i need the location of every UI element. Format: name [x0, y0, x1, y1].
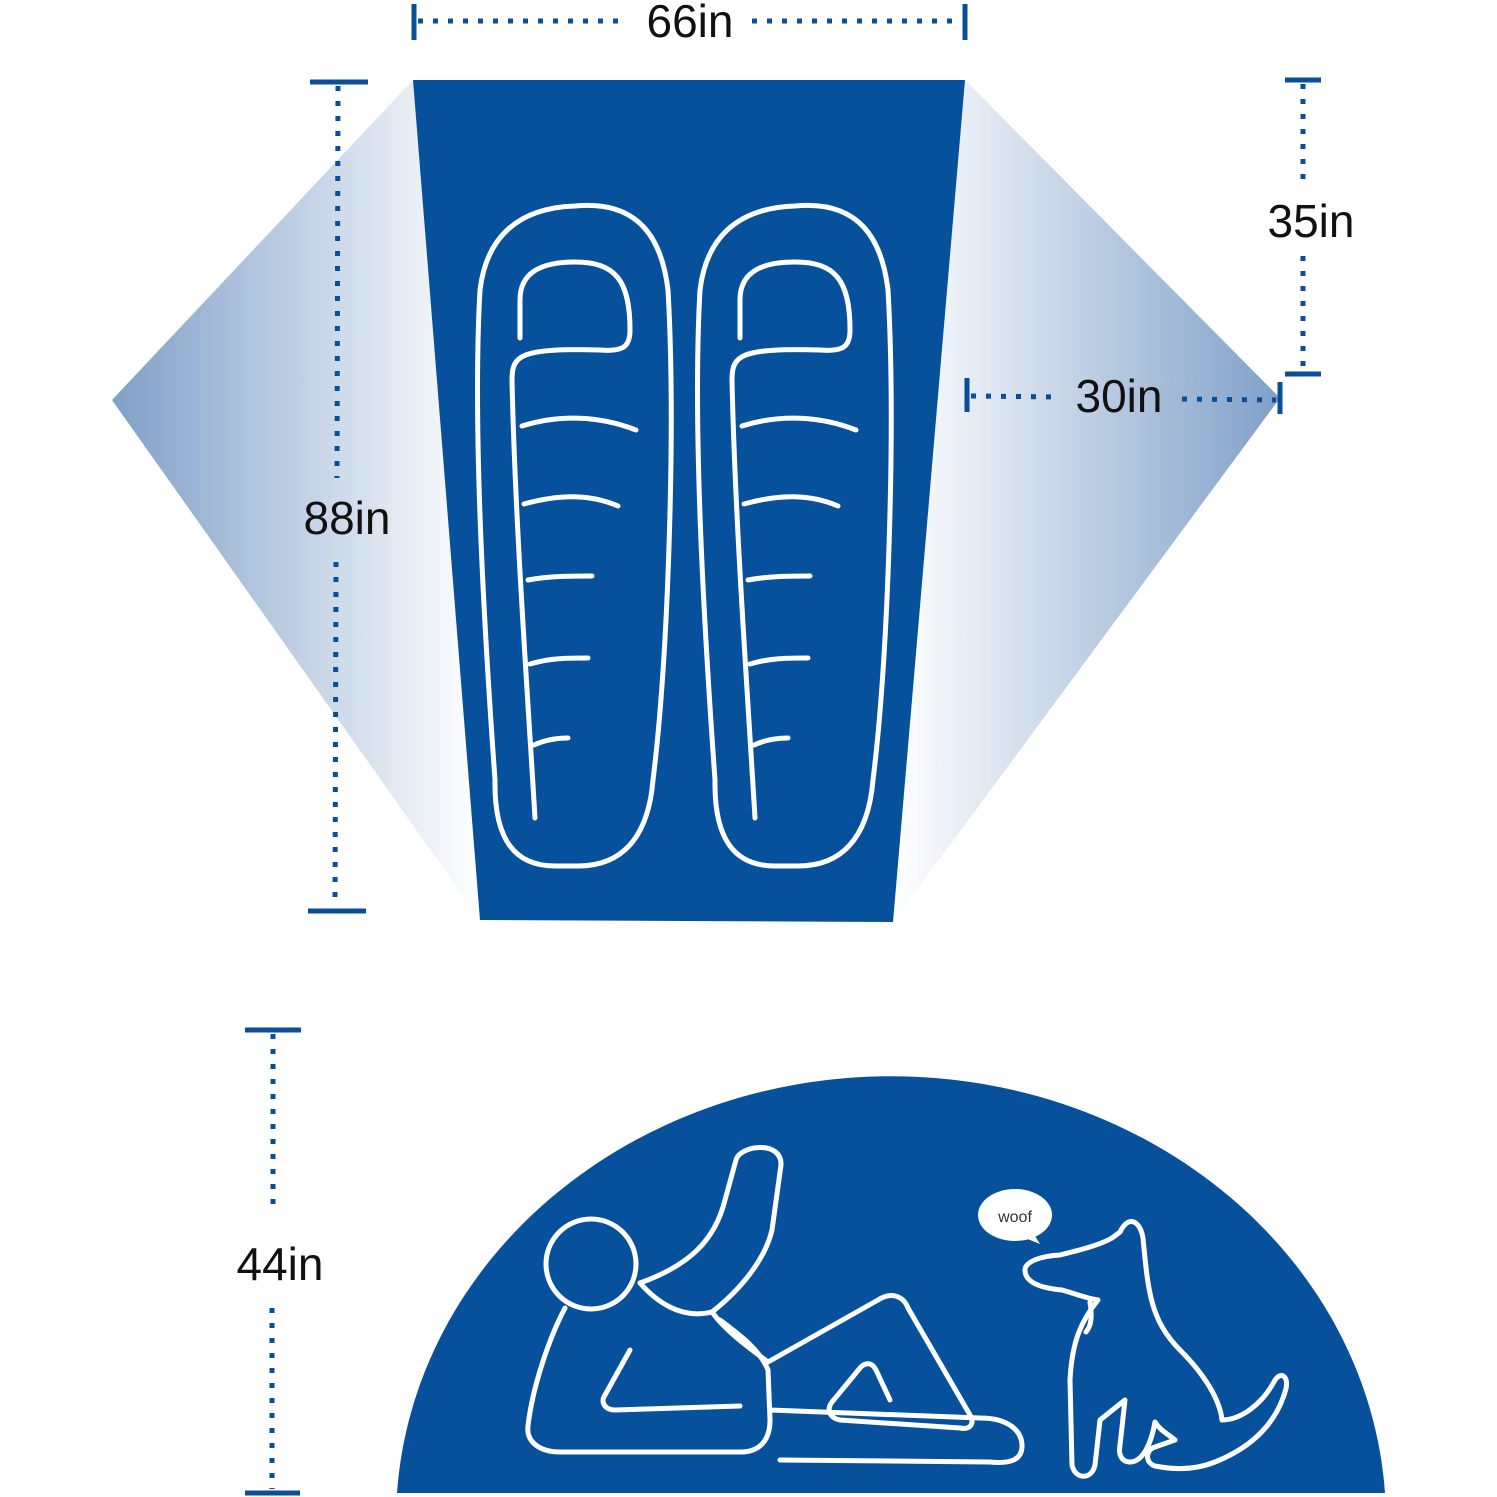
- dimension-top-width: 66in: [411, 0, 968, 47]
- dimension-vestibule-length: 35in: [1268, 77, 1355, 377]
- dimension-vestibule-depth: 30in: [964, 370, 1283, 422]
- sleeping-bag-icon: [695, 202, 894, 869]
- peak-height-label: 44in: [237, 1238, 324, 1290]
- tent-floor: [413, 80, 965, 922]
- vestibule-depth-label: 30in: [1076, 370, 1163, 422]
- dog-sitting-icon: [1022, 1219, 1290, 1479]
- right-vestibule: [893, 80, 1280, 922]
- top-width-label: 66in: [647, 0, 734, 47]
- tent-dome: [397, 1076, 1385, 1493]
- dimension-peak-height: 44in: [237, 1027, 324, 1496]
- speech-bubble-text: woof: [997, 1209, 1032, 1226]
- left-vestibule: [112, 80, 480, 920]
- dimension-floor-length: 88in: [304, 79, 391, 914]
- sleeping-bag-icon: [475, 202, 674, 869]
- floor-plan-view: [112, 80, 1280, 922]
- person-lying-icon: [525, 1145, 1025, 1465]
- side-view: woof: [397, 1076, 1385, 1493]
- floor-length-label: 88in: [304, 492, 391, 544]
- vestibule-length-label: 35in: [1268, 195, 1355, 247]
- speech-bubble: woof: [978, 1189, 1052, 1244]
